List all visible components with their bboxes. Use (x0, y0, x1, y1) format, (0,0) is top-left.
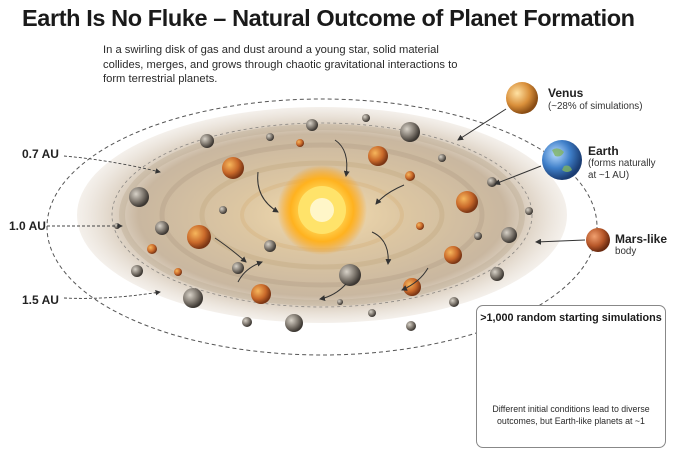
page-title: Earth Is No Fluke – Natural Outcome of P… (22, 5, 635, 31)
simulations-title: >1,000 random starting simulations (480, 312, 662, 324)
distance-label-0-7au: 0.7 AU (22, 147, 59, 161)
venus-label: Venus (548, 86, 584, 100)
distance-pointers (47, 155, 161, 299)
earth-note-line1: (forms naturally (588, 158, 656, 169)
planetesimals (114, 114, 533, 332)
motion-arrows (214, 139, 429, 301)
planet-pointers (457, 108, 586, 245)
venus-planet (506, 82, 538, 114)
venus-note: (~28% of simulations) (548, 101, 643, 112)
distance-label-1-5au: 1.5 AU (22, 293, 59, 307)
simulations-panel: >1,000 random starting simulations Diffe… (476, 305, 666, 448)
earth-planet (542, 140, 582, 180)
intro-text: In a swirling disk of gas and dust aroun… (103, 44, 458, 85)
mars-like-note: body (615, 246, 637, 257)
distance-label-1-0au: 1.0 AU (9, 219, 46, 233)
inner-dashed-orbit (111, 122, 533, 308)
mars-like-label: Mars-like (615, 232, 668, 246)
mars-like-planet (586, 228, 610, 252)
earth-note-line2: at ~1 AU) (588, 170, 630, 181)
outer-orbit-ring (46, 98, 598, 356)
earth-label: Earth (588, 144, 619, 158)
simulations-description: Different initial conditions lead to div… (492, 404, 650, 426)
